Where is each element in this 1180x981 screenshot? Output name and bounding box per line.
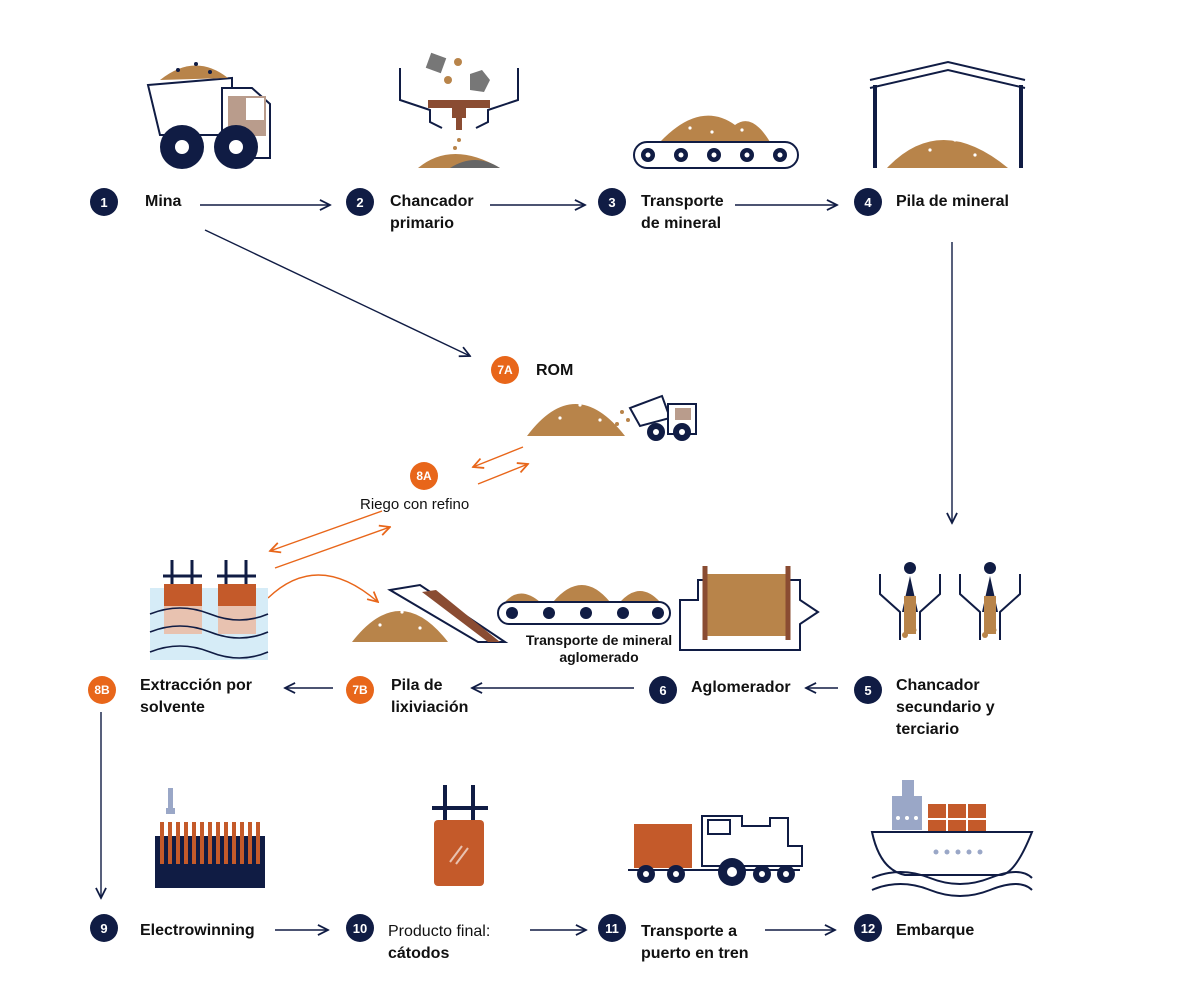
arrow-8a-7a-out (477, 464, 528, 485)
arrow-8a-sx (270, 510, 383, 551)
sx-tanks-icon (149, 560, 269, 660)
step-label-transporte-puerto: Transporte a puerto en tren (641, 923, 749, 962)
step-label-pila-mineral: Pila de mineral (896, 193, 1009, 210)
step-badge-7b: 7B (346, 676, 374, 704)
step-badge-2: 2 (346, 188, 374, 216)
arrow-sx-8a (274, 527, 390, 569)
step-label-rom: ROM (536, 362, 574, 379)
step-badge-12: 12 (854, 914, 882, 942)
step-label-aglomerador: Aglomerador (691, 679, 791, 696)
flow-arrows (101, 205, 952, 930)
step-label-mina: Mina (145, 193, 182, 210)
step-label-pila-lixiviacion: Pila de lixiviación (391, 677, 469, 716)
mining-truck-icon (146, 62, 271, 169)
cargo-ship-icon (870, 780, 1034, 897)
step-badge-6: 6 (649, 676, 677, 704)
step-badge-7a: 7A (491, 356, 519, 384)
step-badge-10: 10 (346, 914, 374, 942)
cone-crusher-icon (879, 562, 1021, 640)
copper-cathode-icon (432, 785, 488, 886)
agglomeration-drum-icon (679, 566, 820, 651)
electrowinning-cell-icon (155, 788, 265, 888)
arrow-1-7a (204, 229, 470, 356)
step-badge-1: 1 (90, 188, 118, 216)
step-label-producto-final: Producto final: cátodos (388, 923, 491, 962)
step-badge-8a: 8A (410, 462, 438, 490)
step-badge-8b: 8B (88, 676, 116, 704)
step-label-extraccion-solvente: Extracción por solvente (140, 677, 253, 716)
rom-heap-loader-icon (527, 394, 697, 441)
conveyor-agglomerated-label: Transporte de mineral aglomerado (525, 632, 673, 665)
train-icon (628, 815, 803, 886)
step-badge-5: 5 (854, 676, 882, 704)
covered-stockpile-icon (869, 60, 1026, 168)
step-badge-4: 4 (854, 188, 882, 216)
agglomerated-conveyor-icon (497, 585, 671, 625)
leach-pile-stacker-icon (352, 583, 509, 643)
step-label-embarque: Embarque (896, 922, 975, 939)
step-label-transporte-mineral: Transporte de mineral (641, 193, 724, 232)
crusher-hopper-icon (399, 52, 519, 168)
step-label-electrowinning: Electrowinning (140, 922, 255, 939)
arrow-7a-8a-back (473, 446, 524, 467)
step-badge-9: 9 (90, 914, 118, 942)
step-label-chancador-primario: Chancador primario (390, 193, 474, 232)
step-badge-3: 3 (598, 188, 626, 216)
refino-arrows (267, 446, 528, 602)
conveyor-belt-icon (633, 115, 799, 169)
arrow-sx-leach (267, 574, 378, 602)
step-label-riego-refino: Riego con refino (360, 496, 470, 513)
step-label-chancador-secundario: Chancador secundario y terciario (896, 677, 995, 738)
step-badge-11: 11 (598, 914, 626, 942)
